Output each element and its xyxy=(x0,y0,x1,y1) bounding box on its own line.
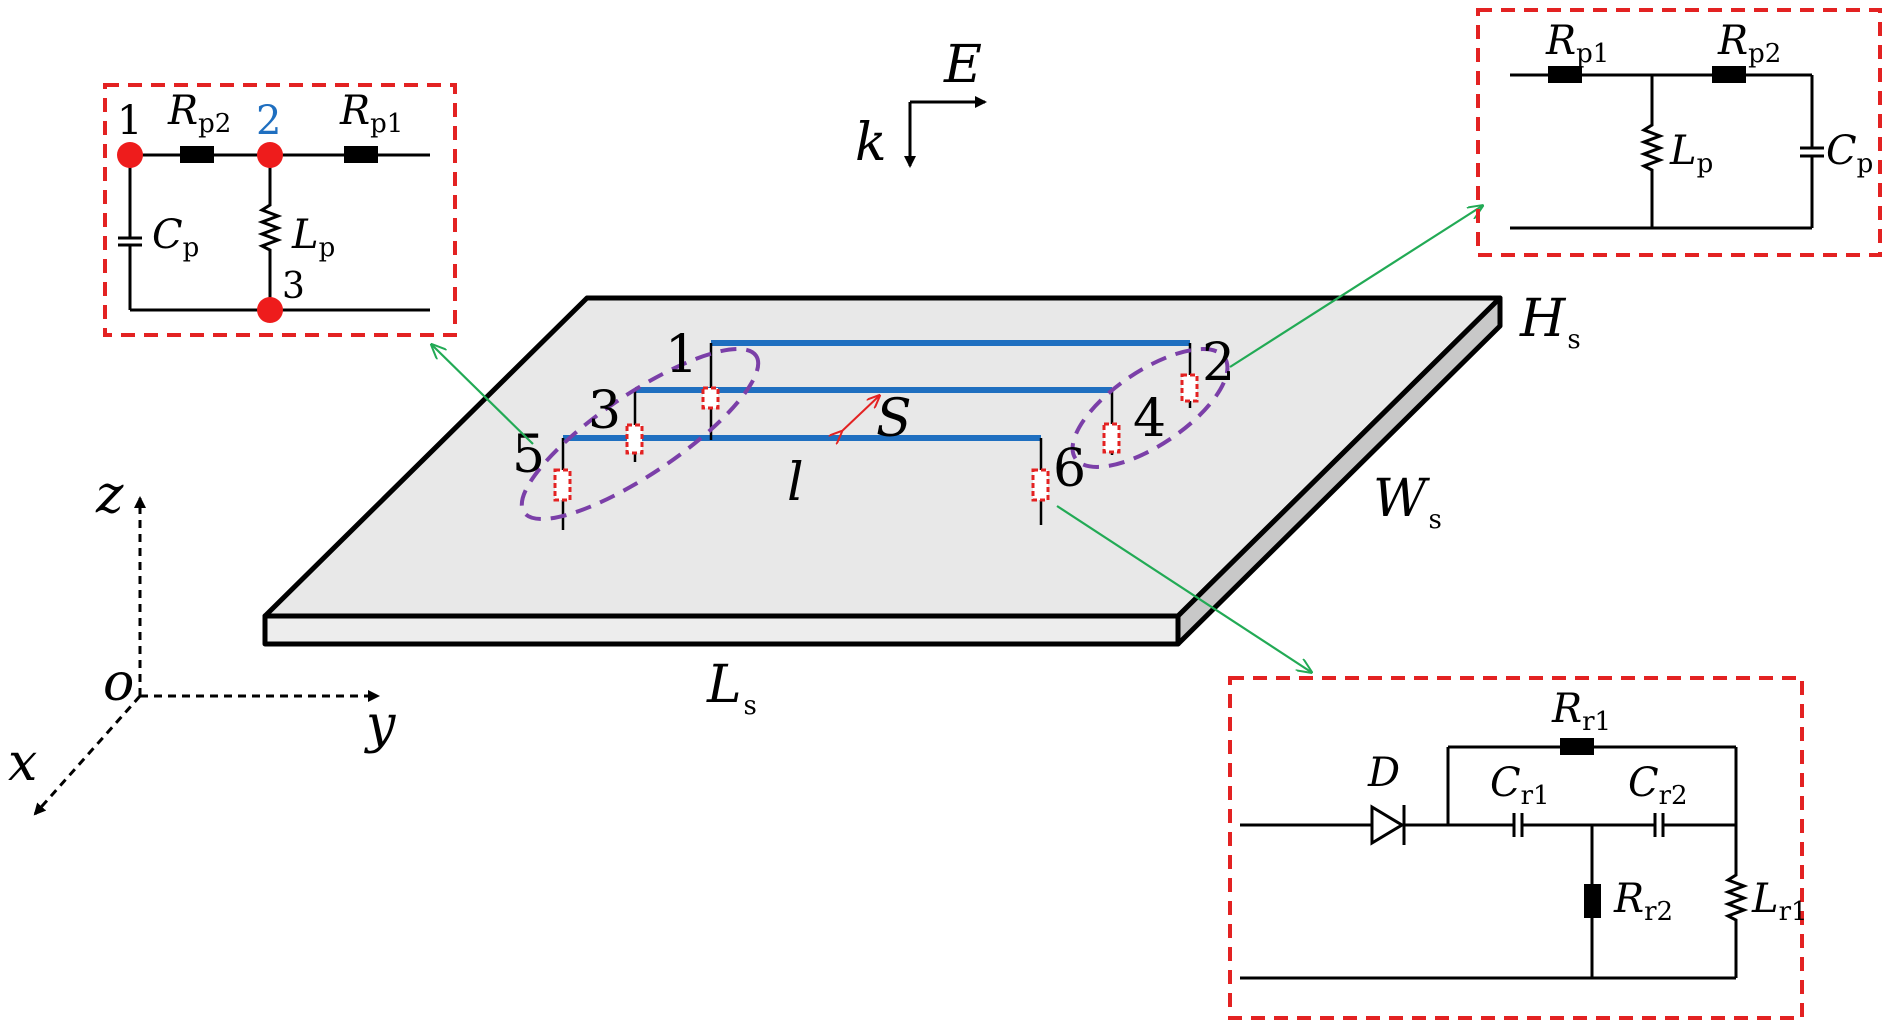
right-rp1-label: Rp1 xyxy=(1545,18,1609,69)
left-cp-label: Cp xyxy=(152,212,199,263)
coordinate-axes: z y x o xyxy=(8,465,396,816)
right-cp-label: Cp xyxy=(1826,128,1873,179)
cr2-label: Cr2 xyxy=(1628,760,1688,811)
callout-arrow-left xyxy=(432,345,534,445)
port-3-lump xyxy=(625,423,644,455)
axis-x-label: x xyxy=(8,733,37,793)
left-rp1-label: Rp1 xyxy=(339,88,403,139)
rr2-resistor xyxy=(1584,884,1601,918)
right-rp1-resistor xyxy=(1548,66,1582,83)
left-rp2-resistor xyxy=(180,146,214,163)
callout-arrow-right xyxy=(1229,206,1482,368)
port-probes xyxy=(553,343,1199,530)
far-end-group xyxy=(1070,347,1230,469)
axis-y-label: y xyxy=(364,695,396,755)
right-lp-label: Lp xyxy=(1669,128,1713,179)
left-node-label-2: 2 xyxy=(256,98,281,144)
lr1-label: Lr1 xyxy=(1751,876,1808,927)
diode-label: D xyxy=(1367,750,1400,796)
port-2-lump xyxy=(1180,373,1199,403)
board-front-face xyxy=(262,613,1181,647)
board-side-face xyxy=(1175,295,1503,647)
port-1-lump xyxy=(701,386,720,410)
callout-arrow-bottom xyxy=(1056,505,1311,672)
port-6-lump xyxy=(1031,468,1050,502)
axis-z-label: z xyxy=(95,465,124,525)
height-label: Hs xyxy=(1519,289,1581,355)
port-label-4: 4 xyxy=(1133,389,1166,449)
port-label-1: 1 xyxy=(665,325,698,385)
spacing-label: S xyxy=(876,389,912,449)
port-label-6: 6 xyxy=(1053,439,1086,499)
incident-wave: E k xyxy=(855,35,987,173)
port-4-lump xyxy=(1102,422,1121,454)
port-label-5: 5 xyxy=(512,425,545,485)
circuit-bottom: D Rr1 Cr1 Cr2 Rr2 Lr1 xyxy=(1228,676,1808,1020)
port-label-3: 3 xyxy=(588,381,621,441)
near-end-group xyxy=(519,346,761,522)
port-label-2: 2 xyxy=(1202,333,1235,393)
length-label: l xyxy=(787,453,804,513)
pcb-board xyxy=(262,295,1503,647)
left-node-2 xyxy=(257,142,283,168)
diode-symbol xyxy=(1370,804,1405,846)
circuit-bottom-frame xyxy=(1228,676,1804,1020)
left-rp2-label: Rp2 xyxy=(167,88,231,139)
left-lp-label: Lp xyxy=(291,212,335,263)
port-labels: 1 2 3 4 5 6 xyxy=(512,325,1235,499)
circuit-left: 1 2 3 Rp2 Rp1 Cp Lp xyxy=(103,83,457,337)
rr2-label: Rr2 xyxy=(1613,876,1673,927)
circuit-left-frame xyxy=(103,83,457,337)
width-label: Ws xyxy=(1373,469,1442,535)
e-field-label: E xyxy=(943,35,982,95)
circuit-right: Rp1 Rp2 Lp Cp xyxy=(1476,8,1882,257)
cr1-label: Cr1 xyxy=(1490,760,1550,811)
rr1-label: Rr1 xyxy=(1551,686,1611,737)
left-node-3 xyxy=(257,297,283,323)
axis-origin-label: o xyxy=(103,653,134,713)
left-node-label-3: 3 xyxy=(282,266,305,307)
left-node-label-1: 1 xyxy=(117,98,142,144)
k-vector-label: k xyxy=(855,113,887,173)
board-length-label: Ls xyxy=(706,655,757,721)
right-rp2-resistor xyxy=(1712,66,1746,83)
left-rp1-resistor xyxy=(344,146,378,163)
right-rp2-label: Rp2 xyxy=(1717,18,1781,69)
port-5-lump xyxy=(553,468,572,502)
left-node-1 xyxy=(117,142,143,168)
rr1-resistor xyxy=(1560,738,1594,755)
spacing-arrow xyxy=(841,396,879,432)
